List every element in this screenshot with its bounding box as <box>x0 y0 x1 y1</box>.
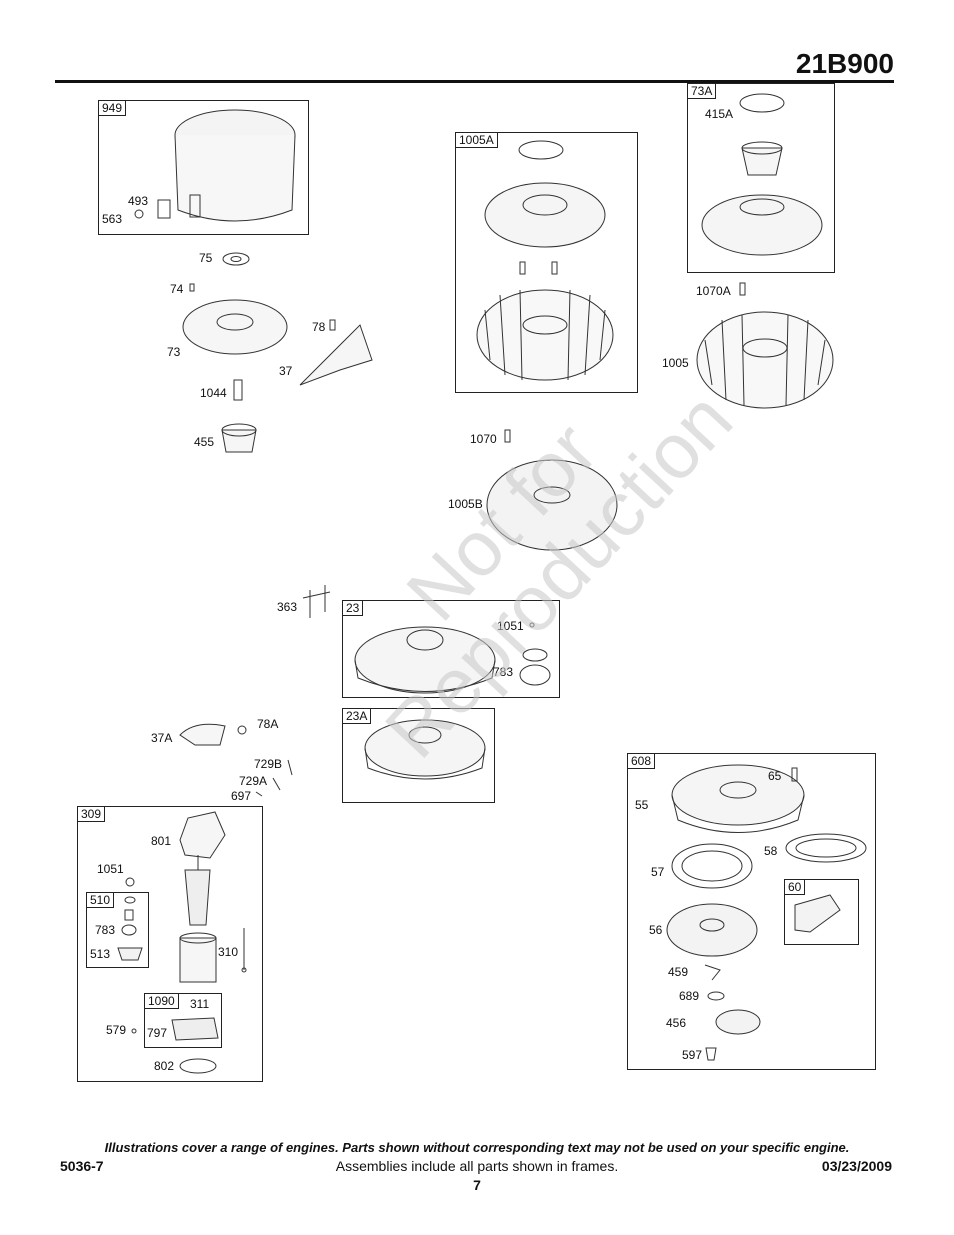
part-label: 697 <box>231 789 252 803</box>
frame-tag: 1090 <box>145 994 179 1009</box>
part-label: 597 <box>682 1048 703 1062</box>
part-label: 689 <box>679 989 700 1003</box>
part-label: 783 <box>95 923 116 937</box>
part-label: 58 <box>764 844 778 858</box>
frame-tag: 949 <box>99 101 127 116</box>
part-label: 579 <box>106 1023 127 1037</box>
part-label: 1044 <box>200 386 227 400</box>
header-rule <box>55 80 894 83</box>
part-label: 783 <box>493 665 514 679</box>
part-label: 1070 <box>470 432 497 446</box>
document-date: 03/23/2009 <box>821 1158 892 1174</box>
part-label: 1051 <box>97 862 124 876</box>
page-number: 7 <box>473 1177 481 1193</box>
part-label: 75 <box>199 251 213 265</box>
part-label: 37A <box>151 731 173 745</box>
part-label: 459 <box>668 965 689 979</box>
frame-1005A: 1005A <box>455 132 638 393</box>
frame-tag: 23A <box>343 709 372 724</box>
assemblies-note: Assemblies include all parts shown in fr… <box>335 1158 619 1174</box>
frame-309: 309 <box>77 806 263 1082</box>
part-label: 310 <box>218 945 239 959</box>
frame-tag: 309 <box>78 807 106 822</box>
part-label: 493 <box>128 194 149 208</box>
part-label: 1005B <box>448 497 483 511</box>
part-label: 56 <box>649 923 663 937</box>
part-label: 78A <box>257 717 279 731</box>
frame-tag: 73A <box>688 84 717 99</box>
part-label: 1005 <box>662 356 689 370</box>
part-label: 797 <box>147 1026 168 1040</box>
footer-note: Illustrations cover a range of engines. … <box>104 1140 850 1155</box>
frame-1090: 1090 <box>144 993 222 1048</box>
frame-23A: 23A <box>342 708 495 803</box>
part-label: 729B <box>254 757 283 771</box>
part-label: 65 <box>768 769 782 783</box>
frame-73A: 73A <box>687 83 835 273</box>
frame-60: 60 <box>784 879 859 945</box>
part-label: 563 <box>102 212 123 226</box>
part-label: 1070A <box>696 284 731 298</box>
frame-tag: 608 <box>628 754 656 769</box>
part-label: 455 <box>194 435 215 449</box>
part-label: 363 <box>277 600 298 614</box>
frame-tag: 60 <box>785 880 806 895</box>
part-label: 456 <box>666 1016 687 1030</box>
part-label: 729A <box>239 774 268 788</box>
part-label: 415A <box>705 107 734 121</box>
part-label: 311 <box>190 997 210 1011</box>
part-label: 802 <box>154 1059 175 1073</box>
frame-608: 608 <box>627 753 876 1070</box>
part-label: 78 <box>312 320 326 334</box>
part-label: 55 <box>635 798 649 812</box>
part-label: 57 <box>651 865 665 879</box>
part-label: 513 <box>90 947 111 961</box>
document-number: 5036-7 <box>60 1158 104 1174</box>
part-label: 37 <box>279 364 293 378</box>
part-label: 1051 <box>497 619 524 633</box>
part-label: 74 <box>170 282 184 296</box>
frame-510: 510 <box>86 892 149 968</box>
frame-tag: 23 <box>343 601 364 616</box>
part-label: 73 <box>167 345 181 359</box>
frame-23: 23 <box>342 600 560 698</box>
frame-949: 949 <box>98 100 309 235</box>
part-label: 801 <box>151 834 172 848</box>
frame-tag: 510 <box>87 893 115 908</box>
model-number: 21B900 <box>795 48 894 79</box>
frame-tag: 1005A <box>456 133 498 148</box>
